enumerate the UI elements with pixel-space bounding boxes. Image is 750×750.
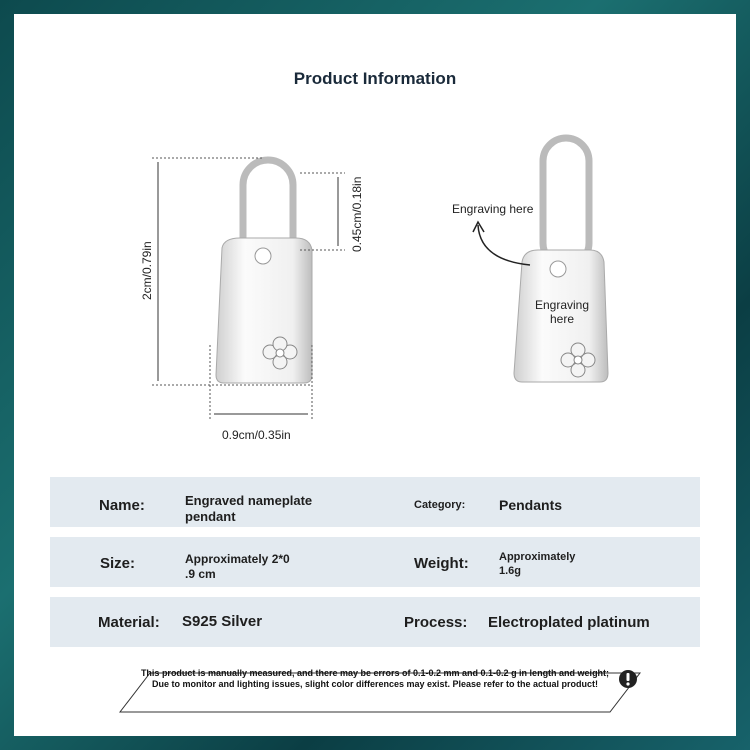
width-label: 0.9cm/0.35in (222, 428, 291, 442)
engraving-front-label: Engraving here (534, 298, 590, 326)
arrow-icon (477, 224, 531, 266)
engraving-top-label: Engraving here (452, 202, 534, 216)
disclaimer-note: This product is manually measured, and t… (140, 668, 610, 689)
row-key: Name: (99, 497, 145, 514)
height-label: 2cm/0.79in (140, 241, 154, 300)
row-key: Size: (100, 555, 136, 572)
row-key: Material: (98, 614, 160, 631)
row-value: S925 Silver (182, 613, 263, 630)
row-key: Category: (414, 499, 466, 511)
row-value: Engraved nameplate pendant (185, 493, 313, 524)
ring-label: 0.45cm/0.18in (350, 176, 364, 252)
dimension-lines (157, 162, 339, 415)
row-value: Electroplated platinum (488, 614, 650, 631)
page-title: Product Information (293, 69, 457, 88)
row-key: Weight: (414, 555, 469, 572)
note-frame (118, 672, 642, 713)
pendant-right (513, 134, 609, 383)
row-value: Pendants (499, 497, 563, 513)
info-row-material: Material: S925 Silver Process: Electropl… (50, 597, 700, 647)
row-key: Process: (404, 614, 468, 631)
warning-icon (619, 670, 637, 688)
info-row-name: Name: Engraved nameplate pendant Categor… (50, 477, 700, 527)
info-row-size: Size: Approximately 2*0 .9 cm Weight: Ap… (50, 537, 700, 587)
pendant-left (215, 156, 313, 384)
row-value: Approximately 1.6g (499, 551, 576, 577)
clover-icon (262, 336, 298, 370)
row-value: Approximately 2*0 .9 cm (185, 552, 290, 581)
